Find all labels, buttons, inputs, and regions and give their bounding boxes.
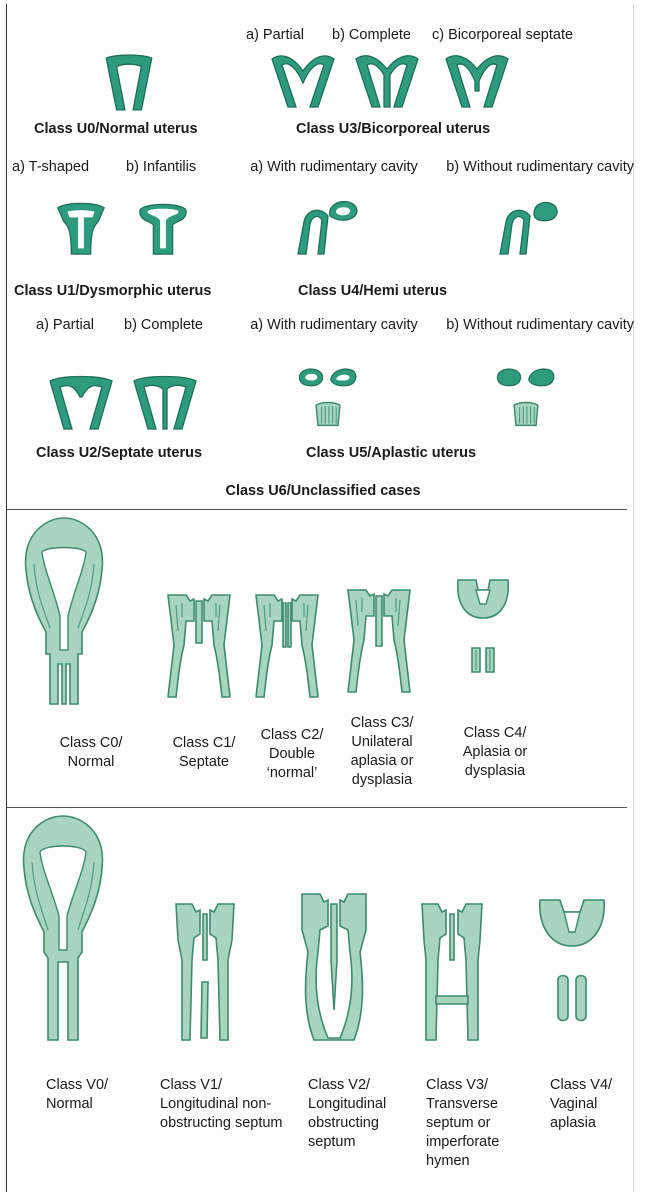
u4a-with-rudimentary-cavity-figure	[294, 196, 364, 256]
c4-label: Class C4/ Aplasia or dysplasia	[458, 724, 532, 781]
u6-title: Class U6/Unclassified cases	[0, 482, 646, 500]
v4-vaginal-aplasia-figure	[536, 896, 608, 1022]
v1-label: Class V1/ Longitudinal non-obstructing s…	[160, 1076, 286, 1133]
u5a-with-rudimentary-cavity-figure	[296, 364, 360, 430]
u4-title: Class U4/Hemi uterus	[298, 282, 447, 300]
c0-normal-figure	[16, 514, 112, 708]
u3c-bicorporeal-septate-figure	[442, 50, 512, 112]
u0-title: Class U0/Normal uterus	[34, 120, 198, 138]
u1-sub-a: a) T-shaped	[12, 158, 89, 176]
v3-label: Class V3/ Transverse septum or imperfora…	[426, 1076, 522, 1171]
u3-sub-a: a) Partial	[246, 26, 304, 44]
u2-sub-a: a) Partial	[36, 316, 94, 334]
c4-aplasia-figure	[454, 576, 512, 678]
separator-u-c	[7, 509, 627, 510]
c0-label: Class C0/ Normal	[48, 734, 134, 772]
v2-longitudinal-obstructing-figure	[298, 890, 370, 1044]
separator-c-v	[7, 807, 627, 808]
u3-title: Class U3/Bicorporeal uterus	[296, 120, 490, 138]
c2-label: Class C2/ Double ‘normal’	[256, 726, 328, 783]
c1-septate-figure	[164, 590, 234, 702]
c1-label: Class C1/ Septate	[166, 734, 242, 772]
v0-label: Class V0/ Normal	[46, 1076, 116, 1114]
u4-sub-b: b) Without rudimentary cavity	[430, 158, 634, 177]
v3-transverse-septum-figure	[418, 900, 486, 1044]
c2-double-normal-figure	[252, 590, 322, 702]
u5-sub-a: a) With rudimentary cavity	[240, 316, 428, 335]
u2-title: Class U2/Septate uterus	[36, 444, 202, 462]
u2b-complete-figure	[130, 372, 200, 434]
u4-sub-a: a) With rudimentary cavity	[238, 158, 430, 177]
u3a-partial-figure	[268, 50, 338, 112]
u4b-without-rudimentary-cavity-figure	[496, 196, 566, 256]
u2-sub-b: b) Complete	[124, 316, 203, 334]
v4-label: Class V4/ Vaginal aplasia	[550, 1076, 634, 1133]
u1a-t-shaped-figure	[52, 200, 110, 258]
u1-title: Class U1/Dysmorphic uterus	[14, 282, 211, 300]
u1b-infantilis-figure	[134, 200, 192, 258]
u5-sub-b: b) Without rudimentary cavity	[430, 316, 634, 335]
u0-normal-uterus-figure	[98, 52, 160, 114]
v0-normal-figure	[16, 812, 110, 1044]
c3-unilateral-aplasia-figure	[344, 580, 414, 702]
v1-longitudinal-non-obstructing-figure	[172, 900, 238, 1044]
v2-label: Class V2/ Longitudinal obstructing septu…	[308, 1076, 408, 1152]
c3-label: Class C3/ Unilateral aplasia or dysplasi…	[340, 714, 424, 790]
u3-sub-c: c) Bicorporeal septate	[432, 26, 573, 44]
u5-title: Class U5/Aplastic uterus	[306, 444, 476, 462]
u1-sub-b: b) Infantilis	[126, 158, 196, 176]
u3b-complete-figure	[352, 50, 422, 112]
u5b-without-rudimentary-cavity-figure	[494, 364, 558, 430]
u2a-partial-figure	[46, 372, 116, 434]
u3-sub-b: b) Complete	[332, 26, 411, 44]
